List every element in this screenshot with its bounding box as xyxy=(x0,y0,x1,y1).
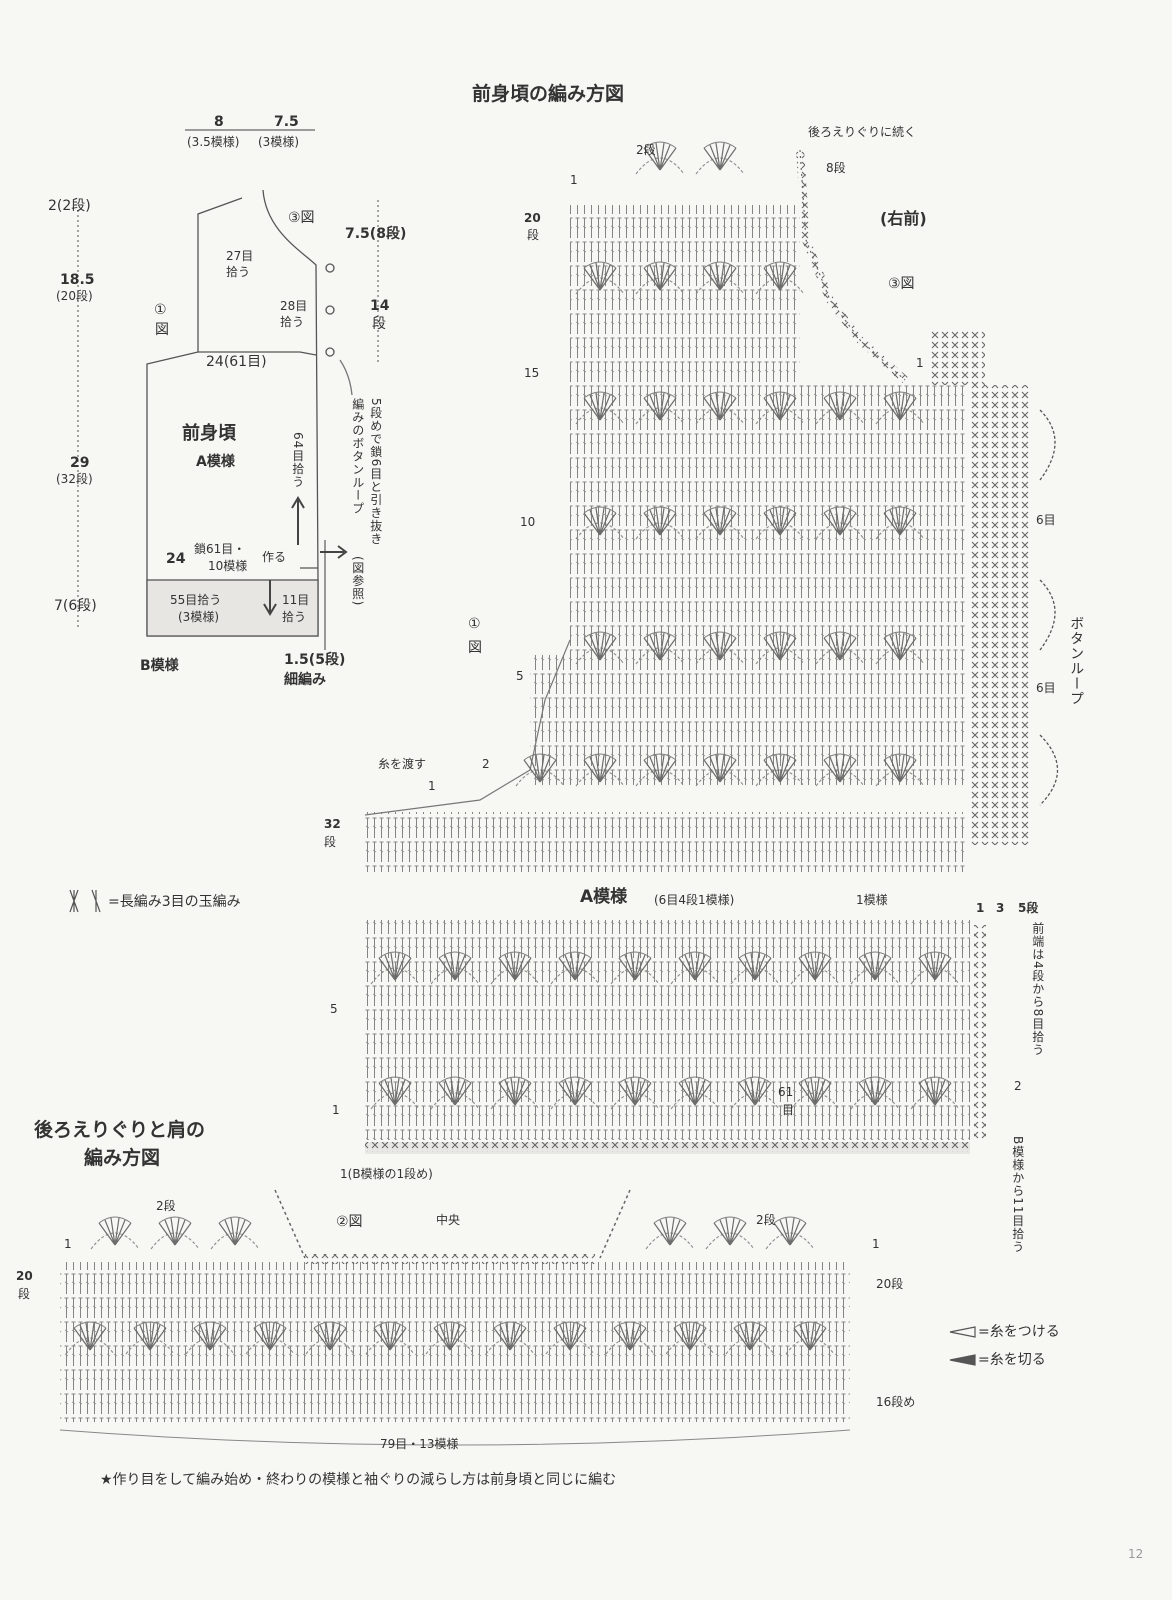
pick27-b: 拾う xyxy=(226,265,251,279)
pick55-b: (3模様) xyxy=(178,610,219,624)
buttonloop-note-3: (図参照) xyxy=(350,556,365,607)
back-row-20-sub: 段 xyxy=(18,1287,31,1301)
row-32: 32 xyxy=(324,817,341,831)
front-chart-title: 前身頃の編み方図 xyxy=(472,83,625,105)
row-32-sub: 段 xyxy=(324,835,337,849)
row-15: 15 xyxy=(524,366,540,380)
dim-2: 2(2段) xyxy=(48,198,91,214)
dim-top-8-sub: (3.5模様) xyxy=(187,135,240,149)
m61-b: 目 xyxy=(782,1103,795,1117)
legend-puff: =長編み3目の玉編み xyxy=(108,894,241,910)
back-row-20b: 20段 xyxy=(876,1277,904,1291)
yarn-pass: 糸を渡す xyxy=(378,757,427,771)
schematic-pattern-a: A模様 xyxy=(196,454,235,470)
front-fig3: ③図 xyxy=(888,276,915,292)
front-fig1-b: 図 xyxy=(468,640,482,656)
row-5b: 5 xyxy=(330,1002,338,1016)
edge-15: 1.5(5段) xyxy=(284,652,346,668)
m61-a: 61 xyxy=(778,1085,794,1099)
fig3-label: ③図 xyxy=(288,210,315,226)
row-1d: 1 xyxy=(332,1103,340,1117)
chain24-a: 24 xyxy=(166,551,186,567)
edge-sc: 細編み xyxy=(284,672,326,688)
dim-top-75-sub: (3模様) xyxy=(258,135,299,149)
back-width: 79目・13模様 xyxy=(380,1437,459,1451)
back-row-2a: 2段 xyxy=(156,1199,176,1213)
dim-r-14: 14 xyxy=(370,298,390,314)
width-24: 24(61目) xyxy=(206,354,267,370)
dim-185: 18.5 xyxy=(60,272,95,288)
pick64: 64目拾う xyxy=(290,432,305,489)
chain24-c: 10模様 xyxy=(208,559,248,573)
row-2c: 2 xyxy=(1014,1079,1022,1093)
pick11-a: 11目 xyxy=(282,593,310,607)
front-chart-upper xyxy=(364,141,1059,872)
row-10: 10 xyxy=(520,515,536,529)
back-row-20: 20 xyxy=(16,1269,33,1283)
rows135-5: 5段 xyxy=(1018,901,1039,915)
dim-29: 29 xyxy=(70,455,90,471)
row-2b: 2 xyxy=(482,757,490,771)
rows135-1: 1 xyxy=(976,901,985,915)
back-center: 中央 xyxy=(436,1213,461,1227)
b-pick11: B模様から11目拾う xyxy=(1010,1136,1025,1254)
front-fig1-a: ① xyxy=(468,616,481,632)
back-row-1b: 1 xyxy=(872,1237,880,1251)
dim-29-sub: (32段) xyxy=(56,472,93,486)
rows135-3: 3 xyxy=(996,901,1005,915)
dim-r-14-sub: 段 xyxy=(372,316,386,332)
back-chart xyxy=(59,1189,851,1446)
fig1-label-b: 図 xyxy=(155,322,169,338)
page-number: 12 xyxy=(1128,1547,1144,1561)
piece-name: 前身頃 xyxy=(182,423,236,444)
legend-marks xyxy=(69,889,976,1366)
six-stitches-1: 6目 xyxy=(1036,513,1056,527)
back-row-1a: 1 xyxy=(64,1237,72,1251)
pick55-a: 55目拾う xyxy=(170,593,222,607)
row-1c: 1 xyxy=(428,779,436,793)
buttonloop-note-1: 5段めで鎖6目と引き抜き xyxy=(368,398,383,546)
back-chart-title-2: 編み方図 xyxy=(84,1147,161,1169)
front-pattern-a-sub: (6目4段1模様) xyxy=(654,893,735,907)
row-20: 20 xyxy=(524,211,541,225)
button-loop-label: ボタンループ xyxy=(1068,616,1085,706)
dim-top-8: 8 xyxy=(214,114,224,130)
buttonloop-note-2: 編みのボタンループ xyxy=(350,398,365,515)
chain24-b: 鎖61目・ xyxy=(194,542,246,556)
pick28-b: 拾う xyxy=(280,315,305,329)
chain24-d: 作る xyxy=(262,550,287,564)
right-front: (右前) xyxy=(880,209,927,228)
row-20-sub: 段 xyxy=(527,228,540,242)
row-8: 8段 xyxy=(826,161,846,175)
fig1-label-a: ① xyxy=(154,302,167,318)
pick28-a: 28目 xyxy=(280,299,308,313)
six-stitches-2: 6目 xyxy=(1036,681,1056,695)
continue-note: 後ろえりぐりに続く xyxy=(808,125,917,139)
b-row1: 1(B模様の1段め) xyxy=(340,1167,433,1181)
pick27-a: 27目 xyxy=(226,249,254,263)
back-fig2: ②図 xyxy=(336,1214,363,1230)
row-2a: 2段 xyxy=(636,143,656,157)
row-5: 5 xyxy=(516,669,524,683)
back-row-2b: 2段 xyxy=(756,1213,776,1227)
dim-top-75: 7.5 xyxy=(274,114,299,130)
front-pattern-a: A模様 xyxy=(580,887,628,907)
one-repeat: 1模様 xyxy=(856,893,888,907)
back-chart-title-1: 後ろえりぐりと肩の xyxy=(34,1119,206,1141)
footnote: ★作り目をして編み始め・終わりの模様と袖ぐりの減らし方は前身頃と同じに編む xyxy=(100,1472,617,1488)
row-1a: 1 xyxy=(570,173,578,187)
dim-r-75: 7.5(8段) xyxy=(345,226,407,242)
pick11-b: 拾う xyxy=(282,610,307,624)
schematic-pattern-b: B模様 xyxy=(140,658,179,674)
front-schematic xyxy=(77,129,379,650)
legend-attach: =糸をつける xyxy=(978,1324,1060,1340)
front-edge-note: 前端は4段から8目拾う xyxy=(1030,922,1045,1057)
back-row-16: 16段め xyxy=(876,1395,916,1409)
dim-185-sub: (20段) xyxy=(56,289,93,303)
row-1b: 1 xyxy=(916,356,924,370)
legend-cut: =糸を切る xyxy=(978,1352,1046,1368)
front-chart-lower xyxy=(365,920,986,1154)
dim-7: 7(6段) xyxy=(54,598,97,614)
